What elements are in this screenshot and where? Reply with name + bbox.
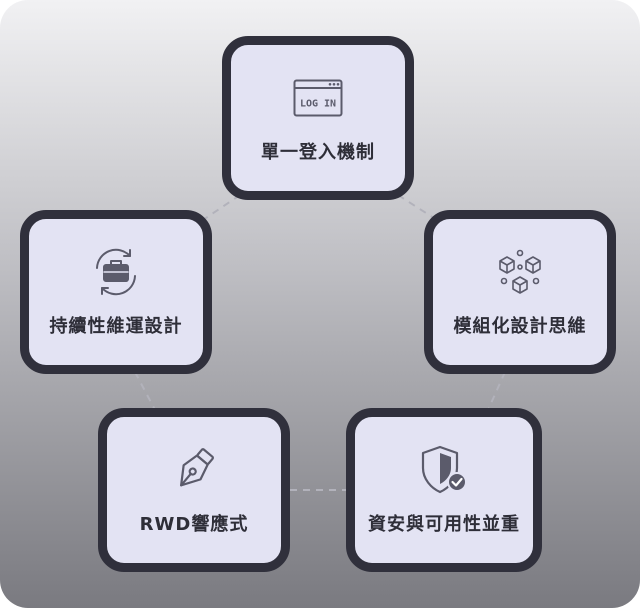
node-label: 持續性維運設計 [49,316,183,337]
node-label: 單一登入機制 [261,142,375,163]
connector-login-maintenance [199,194,241,223]
node-label: RWD響應式 [139,514,249,535]
connector-maintenance-rwd [134,371,156,411]
node-label: 模組化設計思維 [453,316,587,337]
node-label: 資安與可用性並重 [368,514,520,535]
node-security-usability: 資安與可用性並重 [346,408,542,572]
node-continuous-maintenance: 持續性維運設計 [20,210,212,374]
pen-nib-icon [168,444,220,496]
login-icon-text: LOG IN [300,99,336,110]
node-rwd: RWD響應式 [98,408,290,572]
shield-check-icon [418,444,470,496]
briefcase-cycle-icon [90,246,142,298]
connector-modular-security [487,371,506,411]
node-modular-design: 模組化設計思維 [424,210,616,374]
login-icon: LOG IN [292,72,344,124]
node-single-sign-on: LOG IN 單一登入機制 [222,36,414,200]
modules-icon [494,246,546,298]
